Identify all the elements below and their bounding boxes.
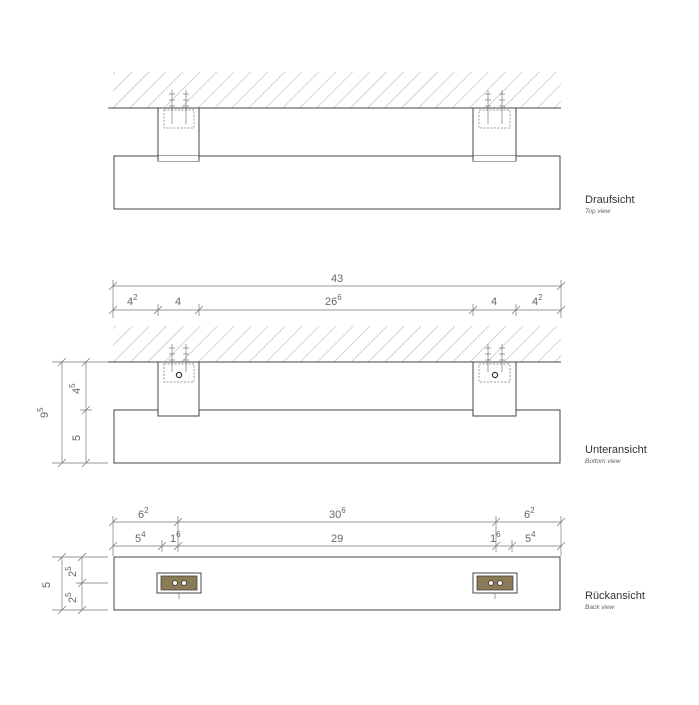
towel-bar <box>113 409 561 464</box>
towel-bar-back <box>113 556 561 611</box>
bracket-right <box>472 107 517 162</box>
back-vertical-dimensions <box>52 552 108 615</box>
dim-back-height: 5 <box>41 582 53 588</box>
mount-plate-right <box>472 572 518 599</box>
dim-back-left-inner: 54 <box>135 530 146 545</box>
wall-hatch <box>113 72 561 108</box>
dim-back-left-outer: 62 <box>138 506 149 521</box>
bracket-left <box>157 361 200 417</box>
bottom-view-subtitle: Bottom view <box>585 458 622 465</box>
dim-back-center-outer: 306 <box>329 506 346 521</box>
horizontal-dimensions <box>108 280 566 318</box>
bottom-view-title: Unteransicht <box>585 444 647 456</box>
back-view: 62 306 62 54 16 29 16 54 <box>41 506 645 615</box>
back-view-title: Rückansicht <box>585 590 645 602</box>
dim-bracket-depth: 45 <box>68 383 83 394</box>
vertical-dimensions <box>52 357 108 468</box>
dim-bracket-left: 4 <box>175 296 181 308</box>
screw-hole-icon <box>491 371 499 379</box>
dim-back-half-upper: 25 <box>64 566 79 577</box>
top-view-subtitle: Top view <box>585 208 612 215</box>
dim-overall-width: 43 <box>331 273 343 285</box>
dim-bar-height: 5 <box>71 435 83 441</box>
dim-back-right-inner: 54 <box>525 530 536 545</box>
screw-icon <box>169 344 505 372</box>
dim-end-left: 42 <box>127 293 138 308</box>
dim-back-right-outer: 62 <box>524 506 535 521</box>
dim-between-brackets: 266 <box>325 293 342 308</box>
bracket-right-recess <box>478 109 511 129</box>
back-view-subtitle: Back view <box>585 604 616 611</box>
dim-end-right: 42 <box>532 293 543 308</box>
screw-hole-icon <box>175 371 183 379</box>
wall-hatch <box>113 326 561 362</box>
top-view-title: Draufsicht <box>585 194 635 206</box>
bracket-left <box>157 107 200 162</box>
bracket-right <box>472 361 517 417</box>
dim-back-small-left: 16 <box>170 530 181 545</box>
dim-total-height: 95 <box>36 407 51 418</box>
back-horizontal-dimensions <box>108 516 566 556</box>
bottom-view: 43 42 4 266 4 42 <box>36 273 647 468</box>
dim-back-half-lower: 25 <box>64 592 79 603</box>
dim-back-small-right: 16 <box>490 530 501 545</box>
mount-plate-left <box>156 572 202 599</box>
towel-bar <box>113 155 561 210</box>
bracket-left-recess <box>163 109 195 129</box>
dim-bracket-right: 4 <box>491 296 497 308</box>
top-view: Draufsicht Top view <box>108 72 635 215</box>
dim-back-center-inner: 29 <box>331 533 343 545</box>
screw-icon <box>169 90 505 124</box>
